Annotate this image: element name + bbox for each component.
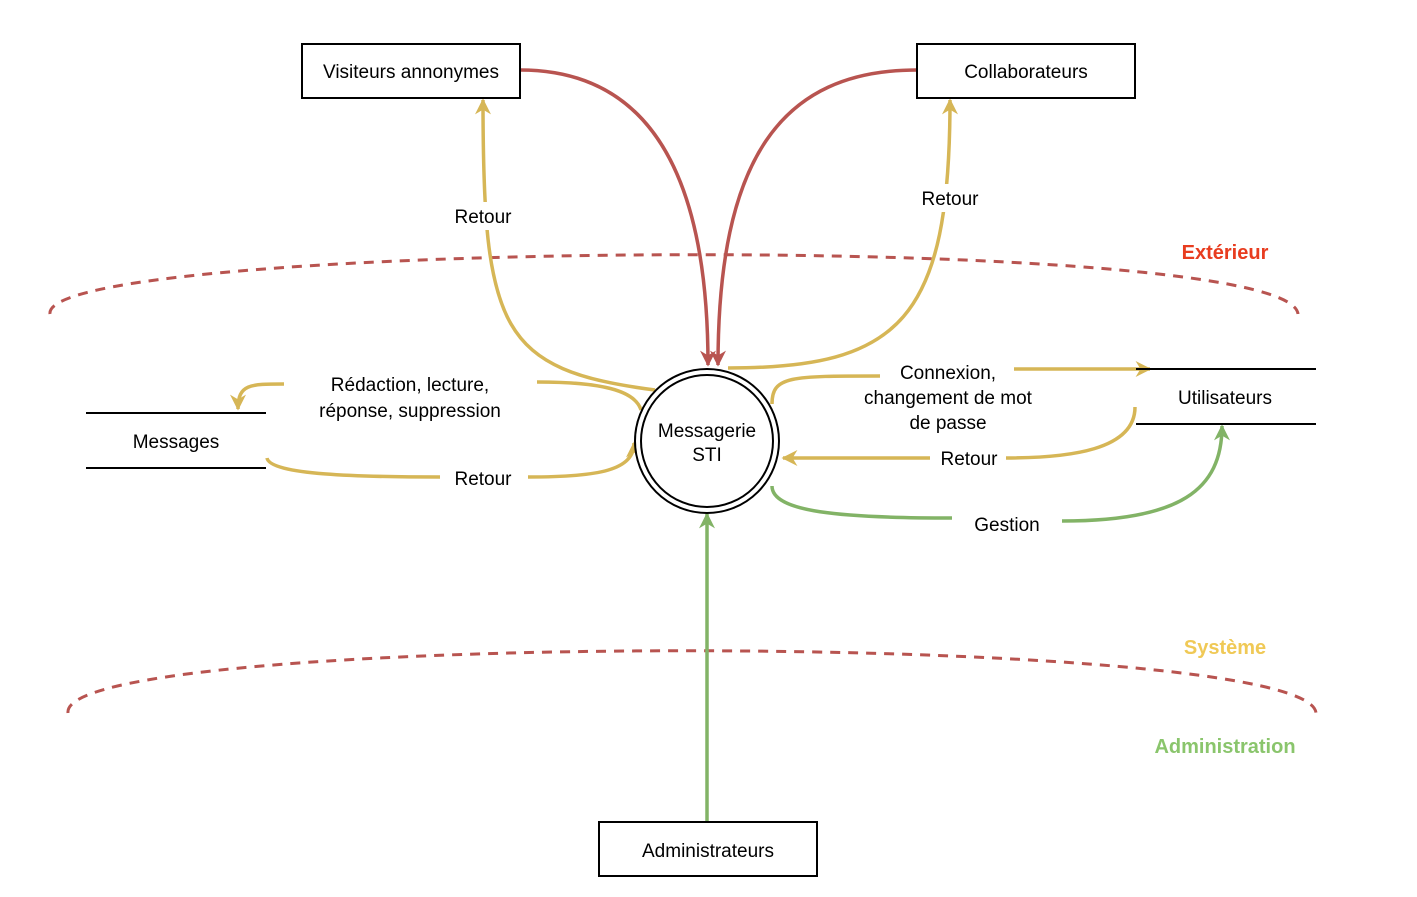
flow-retour-collaborateurs (727, 98, 958, 370)
zone-label-exterieur: Extérieur (1182, 242, 1269, 264)
label-connexion-line1: Connexion, (900, 363, 996, 384)
flow-retour-visiteurs (475, 98, 656, 392)
entity-visiteurs[interactable]: Visiteurs annonymes (301, 43, 521, 99)
exterieur-boundary (48, 253, 1300, 315)
entity-collaborateurs[interactable]: Collaborateurs (916, 43, 1136, 99)
entity-visiteurs-label: Visiteurs annonymes (323, 62, 499, 83)
label-connexion-line2: changement de mot (864, 388, 1033, 409)
store-messages-label: Messages (133, 432, 220, 453)
entity-administrateurs[interactable]: Administrateurs (598, 821, 818, 877)
flow-gestion (770, 426, 1222, 523)
flow-retour-messages (265, 443, 634, 479)
process-label-line1: Messagerie (658, 421, 756, 442)
label-retour-visiteurs: Retour (454, 207, 512, 228)
flow-connexion (770, 374, 881, 405)
flow-redaction (536, 380, 643, 411)
label-retour-messages: Retour (454, 469, 512, 490)
label-retour-utilisateurs: Retour (940, 449, 998, 470)
flow-collaborateurs-to-process (710, 68, 918, 367)
label-redaction-line2: réponse, suppression (319, 401, 501, 422)
store-utilisateurs-label: Utilisateurs (1178, 388, 1272, 409)
entity-administrateurs-label: Administrateurs (642, 841, 774, 862)
administration-boundary (66, 649, 1318, 714)
label-redaction-line1: Rédaction, lecture, (331, 375, 489, 396)
store-utilisateurs[interactable]: Utilisateurs (1136, 368, 1316, 425)
flow-retour-utilisateurs (783, 406, 1137, 458)
flow-redaction-head (230, 382, 285, 411)
store-messages[interactable]: Messages (86, 412, 266, 469)
entity-collaborateurs-label: Collaborateurs (964, 62, 1088, 83)
flow-visiteurs-to-process (519, 68, 716, 367)
label-connexion-line3: de passe (909, 413, 986, 434)
process-label-line2: STI (692, 445, 722, 466)
zone-label-systeme: Système (1184, 637, 1266, 659)
zone-label-administration: Administration (1154, 736, 1295, 758)
process-messagerie[interactable]: Messagerie STI (634, 368, 780, 514)
label-retour-collaborateurs: Retour (921, 189, 979, 210)
label-gestion: Gestion (974, 515, 1039, 536)
